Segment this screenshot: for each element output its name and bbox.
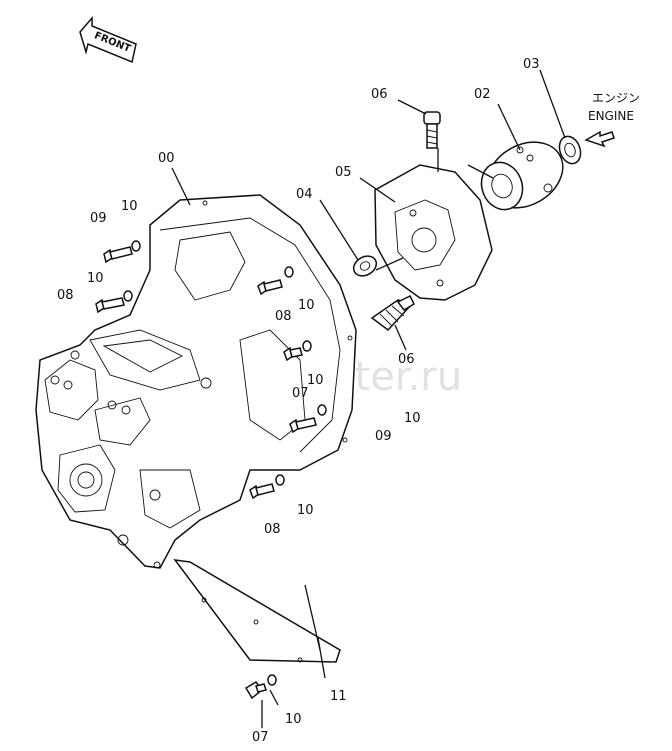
engine-label-jp: エンジン [592,91,640,105]
front-arrow-icon: FRONT [79,15,137,64]
bolt-07-mid [283,346,303,362]
callout-07-bottom: 07 [252,730,269,745]
washer-10-f [275,474,285,486]
callout-06-top: 06 [371,87,388,102]
washer-10-b [123,290,133,302]
callout-10-b: 10 [87,271,104,286]
bolt-06-bottom [370,294,415,332]
cover-plate [173,559,341,663]
washer-10-e [317,404,327,416]
washer-10-a [131,240,141,252]
callout-10-e: 10 [404,411,421,426]
bolt-09-upper [103,246,133,264]
callout-08-lower: 08 [264,522,281,537]
callout-10-g: 10 [285,712,302,727]
bolt-06-top [423,111,441,149]
washer-10-g [267,674,277,686]
washer-10-c [284,266,294,278]
callout-08-left: 08 [57,288,74,303]
coupling-hub [480,141,564,211]
washer-04 [352,255,378,277]
engine-arrow-icon [584,130,615,148]
bolt-08-mid [257,279,283,296]
callout-10-a: 10 [121,199,138,214]
bolt-08-lower [249,483,275,500]
callout-04: 04 [296,187,313,202]
callout-05: 05 [335,165,352,180]
callout-06-bottom: 06 [398,352,415,367]
callout-09-upper: 09 [90,211,107,226]
bolt-09-lower [289,417,317,434]
callout-11: 11 [330,689,347,704]
callout-10-f: 10 [297,503,314,518]
callout-10-c: 10 [298,298,315,313]
coupling-plate [374,164,493,301]
callout-07-mid: 07 [292,386,309,401]
washer-10-d [302,340,312,352]
callout-02: 02 [474,87,491,102]
bolt-08-upper-left [95,297,125,314]
leader-lines [171,69,566,728]
callout-03: 03 [523,57,540,72]
bolt-07-bottom [244,681,267,700]
callout-08-mid: 08 [275,309,292,324]
callout-09-lower: 09 [375,429,392,444]
engine-label-en: ENGINE [588,109,634,123]
callout-00: 00 [158,151,175,166]
callout-10-d: 10 [307,373,324,388]
